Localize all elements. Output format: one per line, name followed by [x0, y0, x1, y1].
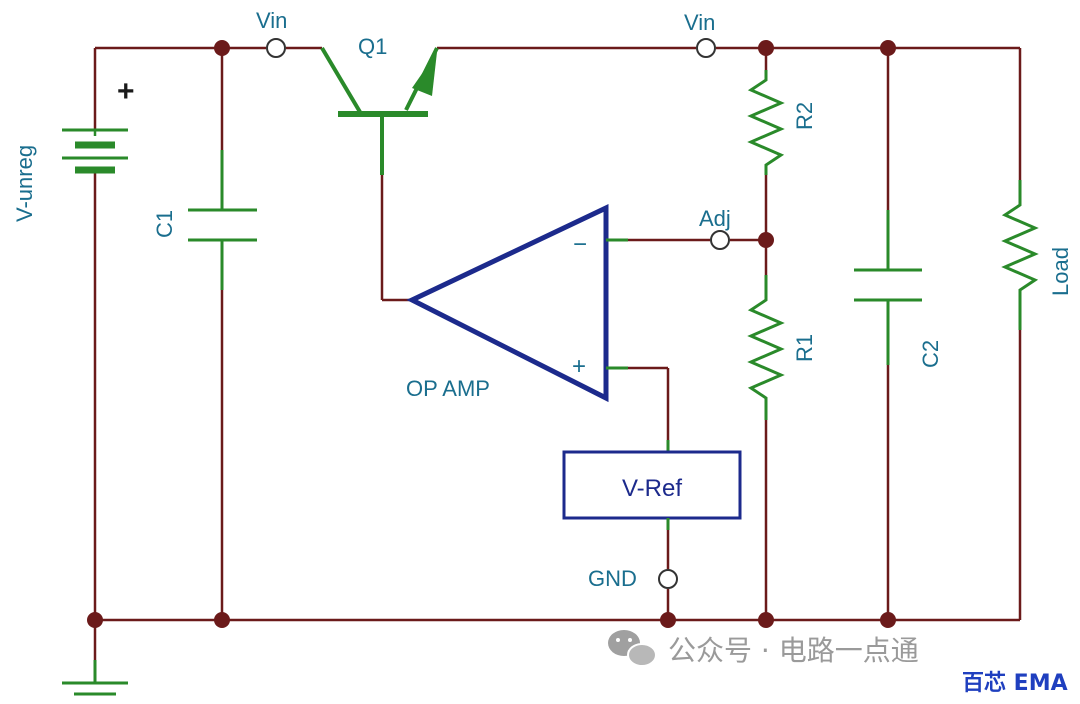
vin-right-terminal: [696, 38, 716, 58]
label-adj: Adj: [699, 206, 731, 231]
gnd-terminal: [658, 569, 678, 589]
wires: [93, 46, 1022, 660]
label-c2: C2: [918, 340, 943, 368]
label-gnd: GND: [588, 566, 637, 591]
junction-dots: [87, 40, 896, 628]
label-opamp-plus: +: [572, 353, 586, 380]
watermark: 公众号 · 电路一点通 百芯 EMA: [608, 630, 1068, 696]
label-opamp-minus: −: [573, 231, 587, 258]
op-amp: [406, 204, 628, 403]
adj-terminal: [710, 230, 730, 250]
label-opamp: OP AMP: [406, 376, 490, 401]
label-load: Load: [1048, 247, 1073, 296]
transistor-q1: [320, 46, 439, 175]
brand-logo: 百芯 EMA: [962, 671, 1068, 696]
vin-left-terminal: [266, 38, 286, 58]
battery: [62, 128, 128, 174]
test-points: [266, 38, 730, 589]
label-r1: R1: [792, 334, 817, 362]
capacitor-c1: [188, 150, 257, 290]
ground-symbol: [62, 660, 128, 696]
label-q1: Q1: [358, 34, 387, 59]
resistor-r2: [747, 70, 785, 175]
watermark-text: 公众号 · 电路一点通: [668, 634, 919, 667]
resistor-load: [1001, 180, 1039, 330]
label-vin-right: Vin: [684, 10, 715, 35]
label-v-unreg: V-unreg: [12, 145, 37, 222]
label-battery-plus: +: [117, 75, 135, 108]
label-vin-left: Vin: [256, 8, 287, 33]
label-r2: R2: [792, 102, 817, 130]
resistor-r1: [747, 275, 785, 420]
wechat-icon: [608, 630, 657, 667]
label-c1: C1: [152, 210, 177, 238]
vref-block: [562, 440, 742, 530]
capacitor-c2: [854, 210, 922, 365]
label-vref: V-Ref: [622, 475, 682, 502]
